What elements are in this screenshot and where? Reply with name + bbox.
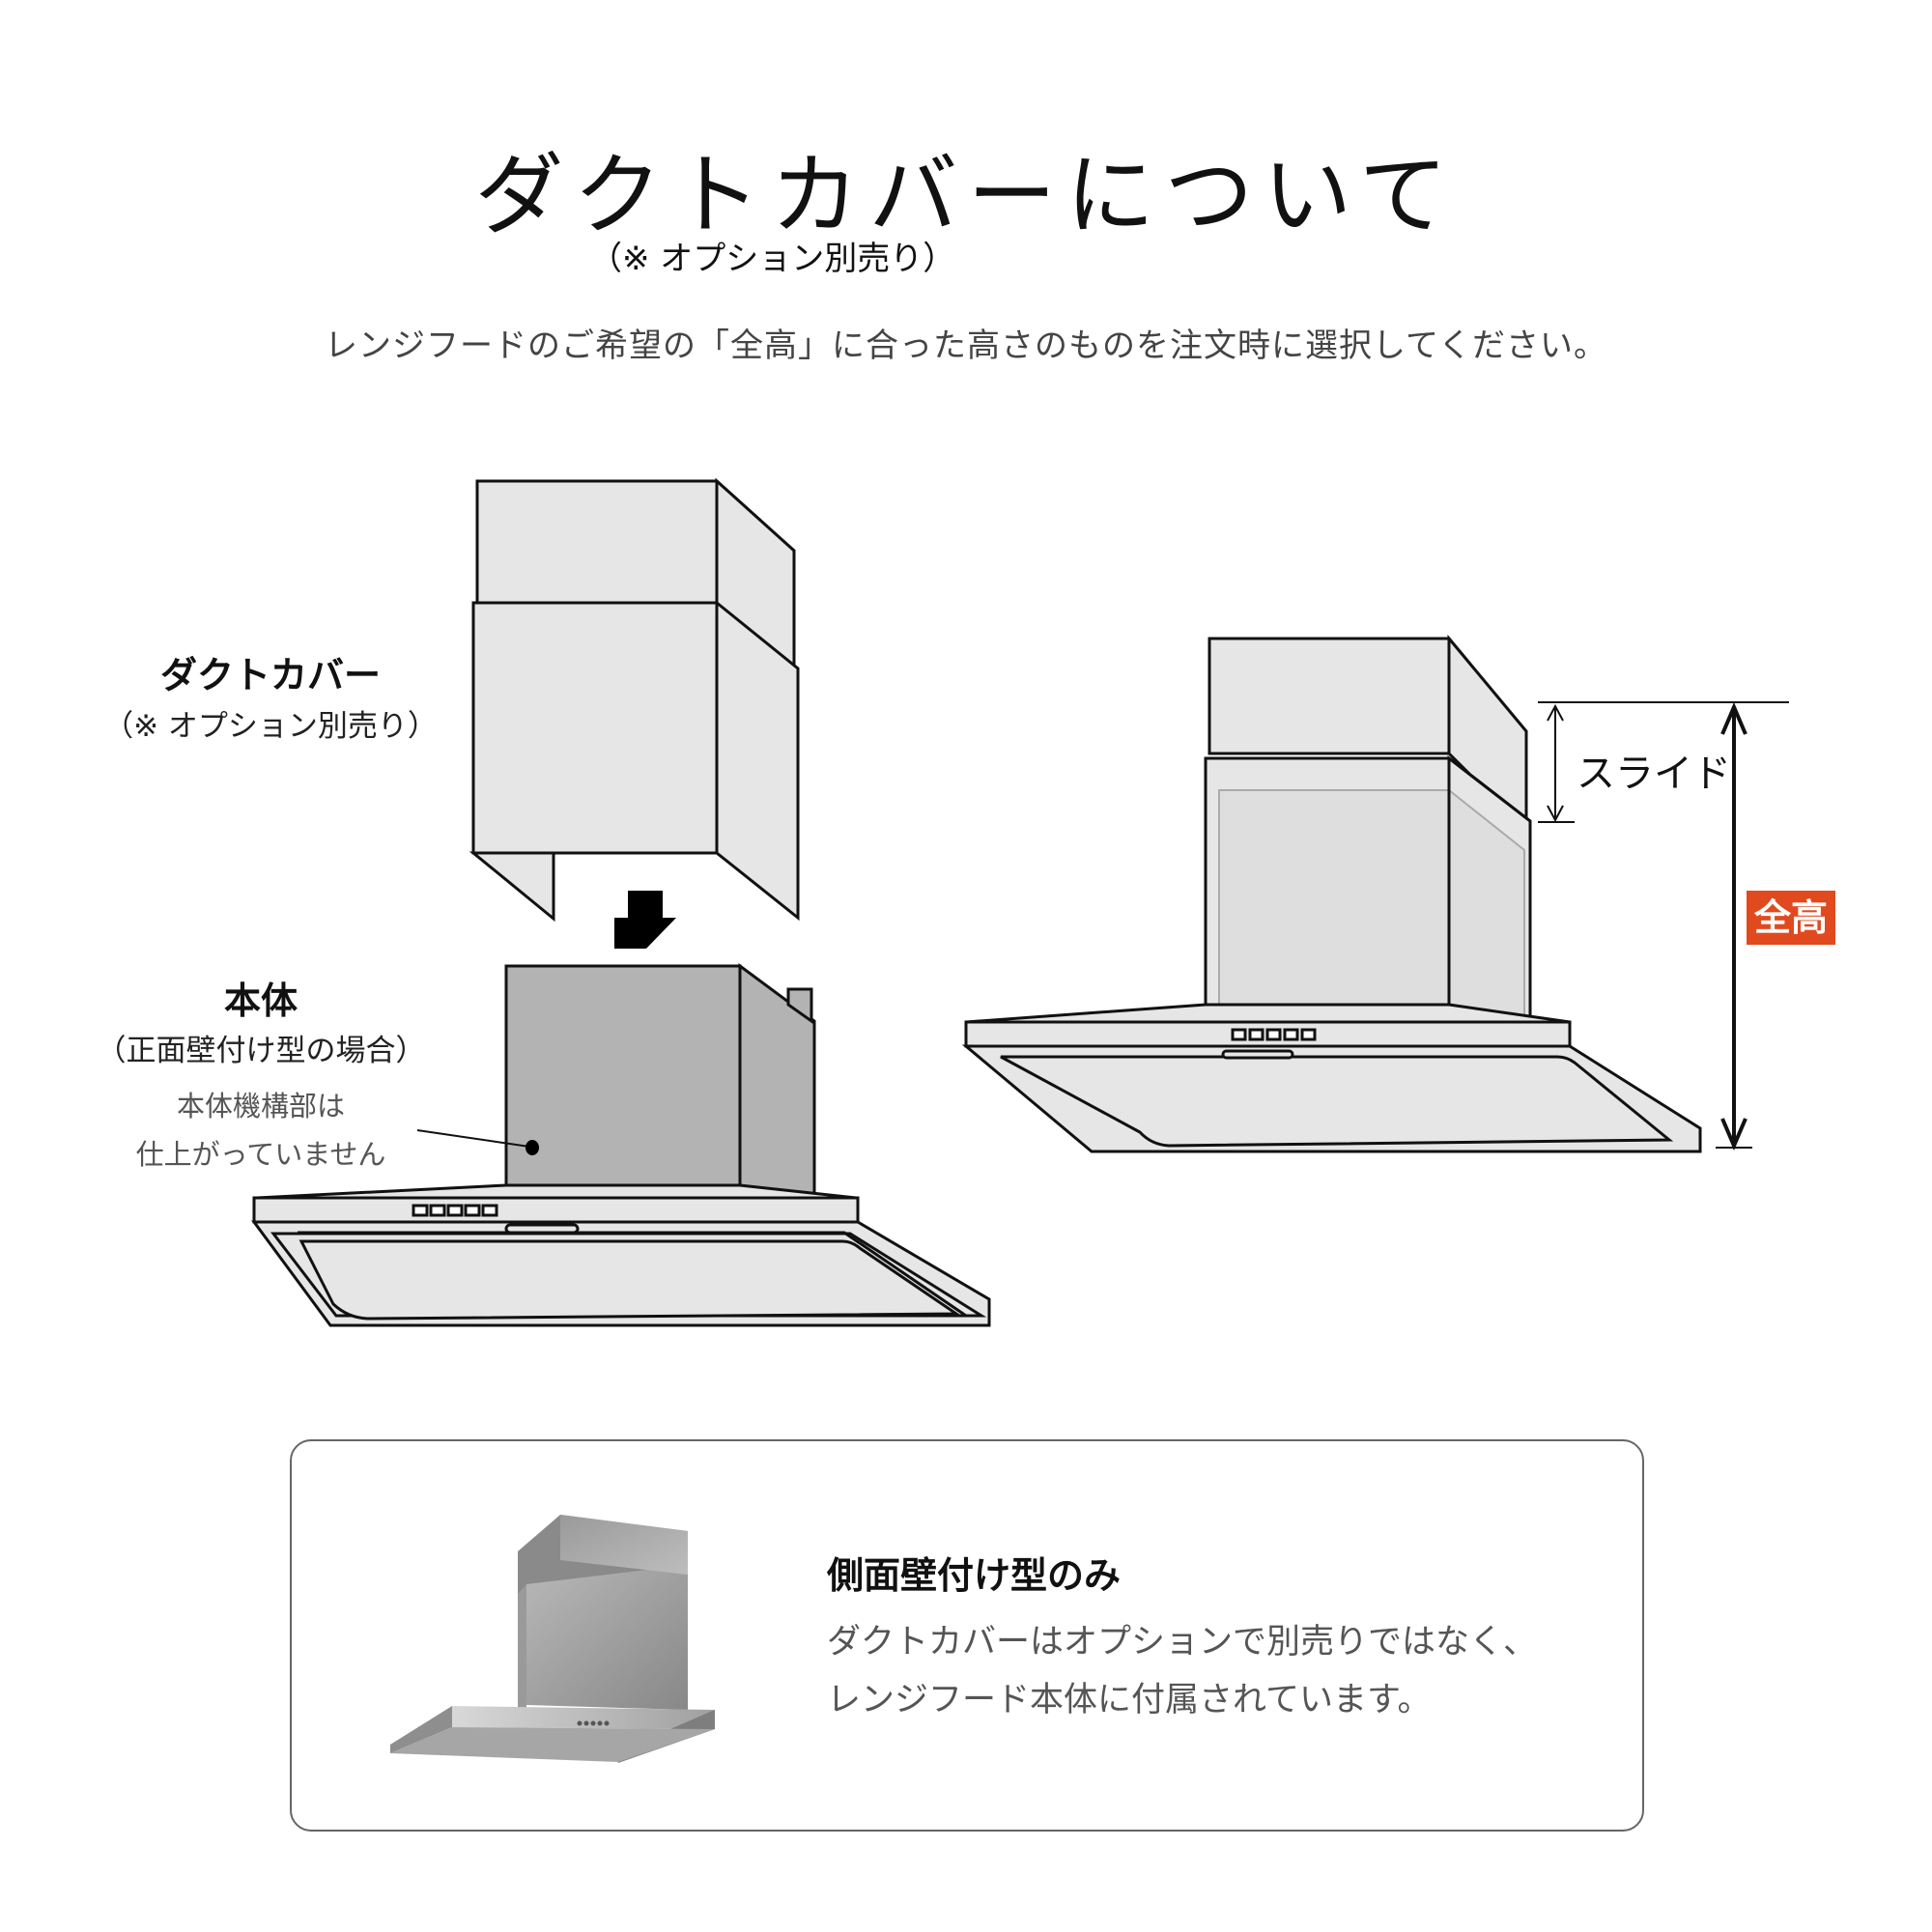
mechanism-note: 本体機構部は 仕上がっていません xyxy=(106,1082,415,1179)
info-box-text-line1: ダクトカバーはオプションで別売りではなく、 xyxy=(827,1623,1538,1662)
duct-cover-note: （※ オプション別売り） xyxy=(103,709,438,744)
mechanism-note-line1: 本体機構部は xyxy=(176,1090,345,1122)
info-box-text: ダクトカバーはオプションで別売りではなく、 レンジフード本体に付属されています。 xyxy=(827,1613,1537,1729)
body-label: 本体 xyxy=(223,980,298,1022)
hood-with-cover-right xyxy=(961,634,1702,1153)
dimension-lines xyxy=(1538,701,1789,1151)
hood-body-left xyxy=(251,963,991,1327)
page-subtitle: （※ オプション別売り） xyxy=(589,240,956,278)
slide-label: スライド xyxy=(1577,752,1731,796)
duct-cover-label: ダクトカバー xyxy=(159,654,381,696)
page-title: ダクトカバーについて xyxy=(474,144,1458,247)
range-hood-photo-icon xyxy=(390,1515,715,1763)
duct-cover-illustration xyxy=(469,477,800,923)
mechanism-note-line2: 仕上がっていません xyxy=(135,1138,386,1171)
info-box-title: 側面壁付け型のみ xyxy=(827,1554,1122,1597)
lead-text: レンジフードのご希望の「全高」に合った高さのものを注文時に選択してください。 xyxy=(325,327,1607,365)
info-box xyxy=(290,1439,1644,1832)
info-box-text-line2: レンジフード本体に付属されています。 xyxy=(827,1681,1432,1719)
body-note: （正面壁付け型の場合） xyxy=(96,1034,426,1068)
total-height-badge: 全高 xyxy=(1747,891,1836,945)
callout-dot-icon xyxy=(526,1140,539,1155)
